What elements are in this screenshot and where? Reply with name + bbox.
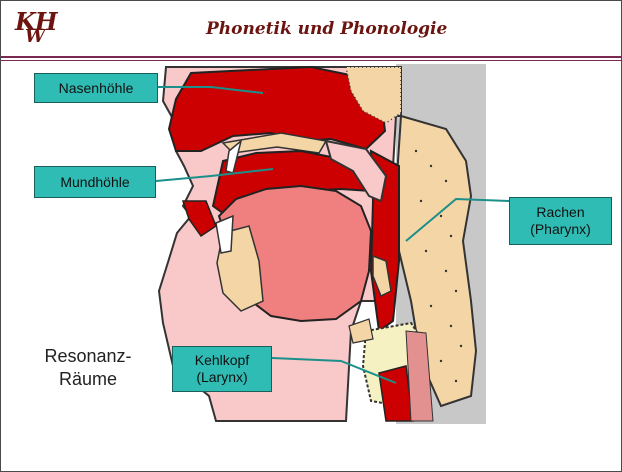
caption-line-2: Räume: [33, 368, 143, 391]
label-nasal-cavity-text: Nasenhöhle: [59, 80, 134, 97]
resonance-caption: Resonanz- Räume: [33, 345, 143, 392]
label-larynx-line-2: (Larynx): [196, 369, 247, 386]
label-pharynx: Rachen (Pharynx): [509, 197, 612, 245]
label-pharynx-line-2: (Pharynx): [530, 221, 591, 238]
label-larynx-line-1: Kehlkopf: [195, 352, 249, 369]
label-nasal-cavity: Nasenhöhle: [34, 73, 158, 103]
caption-line-1: Resonanz-: [33, 345, 143, 368]
label-oral-cavity: Mundhöhle: [34, 166, 156, 198]
label-larynx: Kehlkopf (Larynx): [172, 346, 272, 392]
label-oral-cavity-text: Mundhöhle: [60, 174, 129, 191]
label-pharynx-line-1: Rachen: [536, 204, 584, 221]
